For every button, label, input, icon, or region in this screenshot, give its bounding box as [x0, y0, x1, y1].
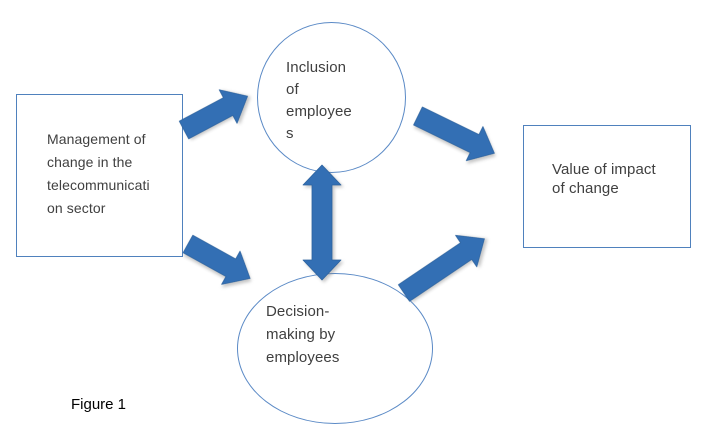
figure-caption: Figure 1	[71, 396, 127, 413]
management-change-box: Management of change in the telecommunic…	[16, 94, 183, 257]
value-impact-box-label: Value of impact of change	[552, 161, 656, 197]
inclusion-employees-circle-label: Inclusion of employee s	[286, 59, 352, 142]
arrow-left-box-to-top-circle-icon	[178, 89, 248, 140]
management-change-box-label: Management of change in the telecommunic…	[47, 131, 150, 216]
arrow-top-circle-to-right-box-icon	[413, 106, 495, 162]
decision-making-circle: Decision- making by employees	[237, 273, 433, 424]
arrow-left-box-to-bottom-circle-icon	[182, 234, 251, 285]
inclusion-employees-circle: Inclusion of employee s	[257, 22, 406, 173]
value-impact-box: Value of impact of change	[523, 125, 691, 248]
arrow-circles-bidirectional-icon	[302, 164, 342, 281]
arrow-bottom-circle-to-right-box-icon	[398, 234, 485, 302]
decision-making-circle-label: Decision- making by employees	[266, 303, 340, 366]
